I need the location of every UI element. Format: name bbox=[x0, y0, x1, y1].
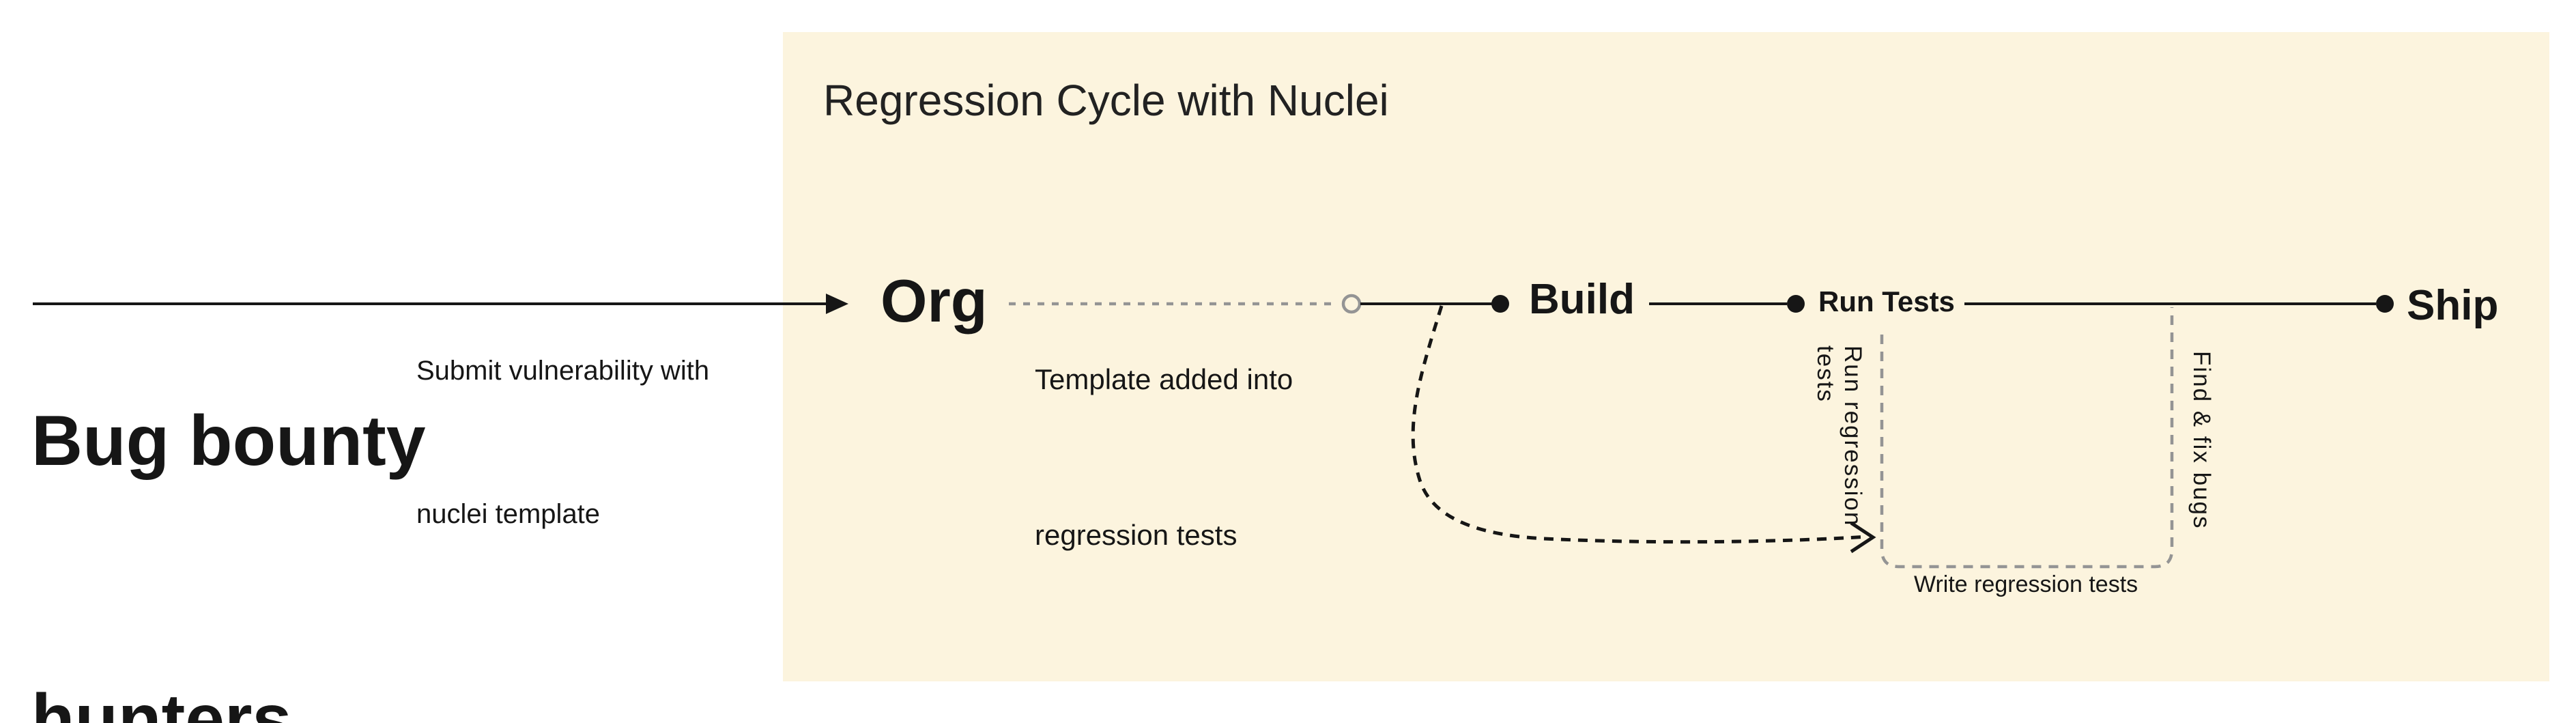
find-fix-bugs-label: Find & fix bugs bbox=[2188, 351, 2215, 530]
submit-arrow-label: Submit vulnerability with nuclei templat… bbox=[416, 251, 709, 634]
write-regression-tests-label: Write regression tests bbox=[1914, 571, 2138, 597]
submit-arrow-label-line1: Submit vulnerability with bbox=[416, 356, 710, 386]
run-tests-node-label: Run Tests bbox=[1818, 285, 1955, 317]
bug-bounty-heading-line2: hunters bbox=[31, 680, 292, 723]
template-added-label: Template added into regression tests bbox=[1035, 250, 1293, 665]
run-regression-tests-label: Run regression tests bbox=[1812, 345, 1866, 527]
bug-bounty-heading: Bug bounty hunters bbox=[31, 209, 426, 723]
panel-title: Regression Cycle with Nuclei bbox=[823, 76, 1389, 125]
bug-bounty-heading-line1: Bug bounty bbox=[31, 401, 426, 481]
org-node-label: Org bbox=[881, 267, 988, 335]
template-added-label-line1: Template added into bbox=[1035, 363, 1293, 395]
build-node-label: Build bbox=[1529, 276, 1635, 323]
submit-arrow-label-line2: nuclei template bbox=[416, 499, 601, 529]
ship-node-label: Ship bbox=[2407, 282, 2499, 329]
template-added-label-line2: regression tests bbox=[1035, 519, 1237, 551]
